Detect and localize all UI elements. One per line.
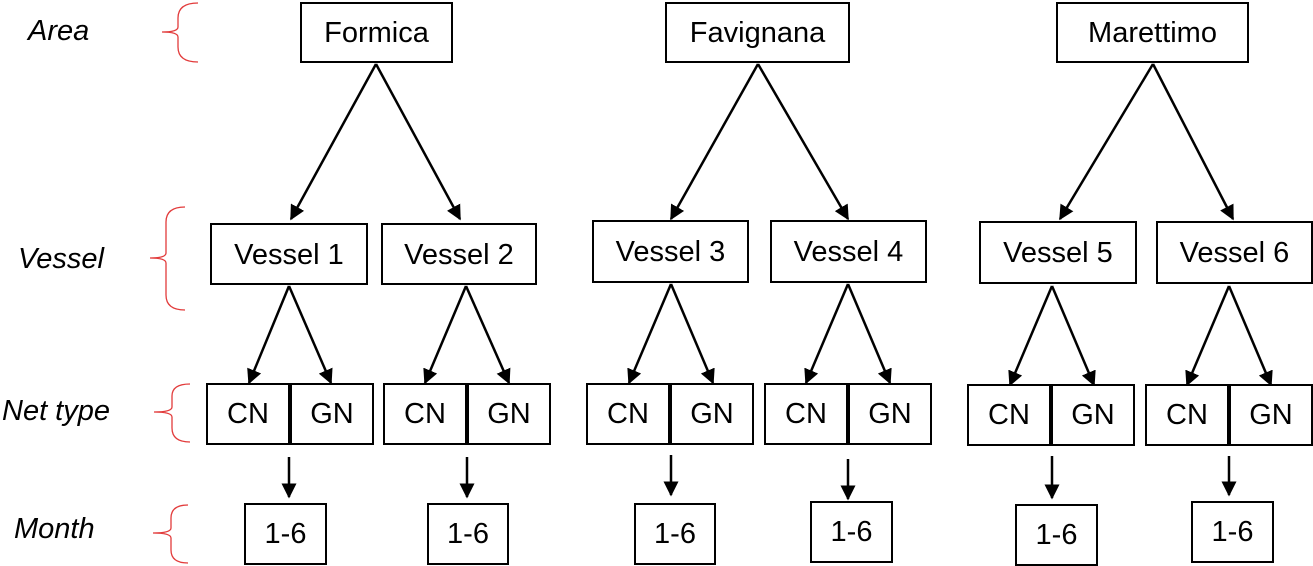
edge-area2-vessel4 — [756, 63, 850, 221]
edge-vessel5-cn — [1008, 285, 1054, 387]
level-label-month: Month — [14, 513, 95, 545]
level-label-area: Area — [26, 15, 89, 47]
level-net-type: Net type — [2, 383, 191, 443]
svg-text:Vessel 5: Vessel 5 — [1003, 237, 1113, 269]
net-pair-vessel-1: CN GN — [206, 383, 374, 445]
month-node-1: 1-6 — [244, 503, 327, 565]
area-node-favignana: Favignana — [665, 2, 850, 63]
svg-text:CN: CN — [785, 398, 827, 430]
svg-text:1-6: 1-6 — [1036, 519, 1078, 551]
vessel-node-6: Vessel 6 — [1156, 221, 1313, 284]
edge-vessel1-cn — [247, 285, 291, 385]
svg-text:1-6: 1-6 — [654, 518, 696, 550]
edge-vessel6-cn — [1185, 285, 1231, 387]
level-brace-month — [152, 504, 189, 564]
vessel-node-1: Vessel 1 — [210, 223, 368, 285]
month-node-6: 1-6 — [1191, 501, 1274, 563]
edge-vessel6-gn — [1227, 285, 1273, 387]
area-node-marettimo: Marettimo — [1056, 2, 1249, 63]
svg-text:Marettimo: Marettimo — [1088, 17, 1217, 49]
svg-text:Vessel 1: Vessel 1 — [234, 239, 344, 271]
edge-vessel5-gn — [1050, 285, 1096, 387]
net-pair-vessel-5: CN GN — [967, 384, 1135, 446]
month-node-2: 1-6 — [427, 503, 509, 565]
edge-area1-vessel1 — [289, 63, 378, 221]
svg-text:GN: GN — [487, 398, 531, 430]
level-month: Month — [14, 504, 189, 564]
net-box-gn — [290, 383, 374, 445]
svg-text:GN: GN — [1249, 399, 1293, 431]
svg-text:GN: GN — [1071, 399, 1115, 431]
svg-text:CN: CN — [227, 398, 269, 430]
month-node-5: 1-6 — [1015, 504, 1098, 566]
net-pair-vessel-6: CN GN — [1145, 384, 1313, 446]
svg-text:CN: CN — [404, 398, 446, 430]
net-box-cn — [206, 383, 290, 445]
svg-text:CN: CN — [988, 399, 1030, 431]
level-brace-area — [161, 2, 199, 63]
level-vessel: Vessel — [18, 206, 186, 311]
level-area: Area — [26, 2, 199, 63]
svg-text:1-6: 1-6 — [447, 518, 489, 550]
area-node-formica: Formica — [300, 2, 453, 63]
net-pair-vessel-4: CN GN — [764, 383, 932, 445]
edge-area3-vessel5 — [1058, 63, 1155, 221]
level-brace-vessel — [149, 206, 186, 311]
svg-text:Favignana: Favignana — [690, 17, 826, 49]
edge-area1-vessel2 — [374, 63, 462, 221]
edge-vessel3-cn — [627, 283, 673, 385]
svg-text:CN: CN — [1166, 399, 1208, 431]
level-label-net-type: Net type — [2, 395, 110, 427]
net-pair-vessel-3: CN GN — [586, 383, 754, 445]
edge-vessel4-gn — [846, 283, 892, 385]
svg-text:Vessel 6: Vessel 6 — [1180, 237, 1290, 269]
level-brace-net-type — [153, 383, 191, 443]
edge-vessel1-gn — [287, 285, 333, 385]
vessel-node-4: Vessel 4 — [770, 220, 927, 283]
month-node-3: 1-6 — [634, 503, 716, 565]
edge-vessel2-gn — [464, 285, 511, 385]
svg-text:Vessel 2: Vessel 2 — [404, 239, 514, 271]
svg-text:Formica: Formica — [324, 17, 430, 49]
level-label-vessel: Vessel — [18, 243, 106, 275]
svg-text:GN: GN — [690, 398, 734, 430]
svg-text:GN: GN — [868, 398, 912, 430]
edge-area2-vessel3 — [669, 63, 760, 221]
svg-text:1-6: 1-6 — [831, 516, 873, 548]
svg-text:1-6: 1-6 — [265, 518, 307, 550]
edge-vessel4-cn — [804, 283, 850, 385]
svg-text:Vessel 4: Vessel 4 — [794, 236, 904, 268]
net-pair-vessel-2: CN GN — [383, 383, 551, 445]
svg-text:Vessel 3: Vessel 3 — [616, 236, 726, 268]
edge-vessel2-cn — [423, 285, 468, 385]
svg-text:1-6: 1-6 — [1212, 516, 1254, 548]
month-node-4: 1-6 — [810, 501, 893, 563]
svg-text:CN: CN — [607, 398, 649, 430]
vessel-node-5: Vessel 5 — [979, 221, 1137, 284]
edge-vessel3-gn — [669, 283, 715, 385]
vessel-node-3: Vessel 3 — [592, 220, 749, 283]
edge-area3-vessel6 — [1151, 63, 1235, 221]
svg-text:GN: GN — [310, 398, 354, 430]
vessel-node-2: Vessel 2 — [381, 223, 537, 285]
